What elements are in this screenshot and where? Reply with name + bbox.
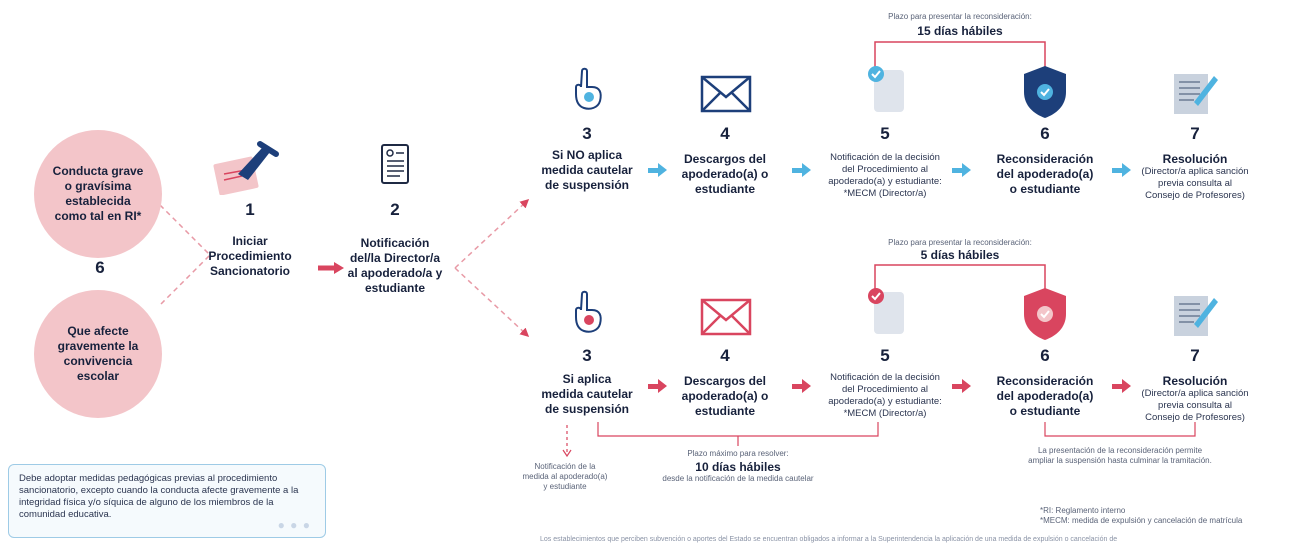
bottom-step3-label: Si aplica medida cautelar de suspensión	[541, 372, 633, 416]
bottom-step6-number: 6	[1040, 346, 1050, 365]
pedagogical-note-text: Debe adoptar medidas pedagógicas previas…	[19, 473, 299, 520]
step2-label: Notificación del/la Director/a al apoder…	[347, 236, 443, 295]
top-step7-label: (Director/a aplica sanción previa consul…	[1141, 166, 1249, 201]
top-bracket-value: 15 días hábiles	[917, 24, 1003, 38]
scroll-check-icon	[868, 288, 904, 334]
raised-hand-icon	[575, 67, 602, 110]
dots-decoration: ● ● ●	[277, 518, 311, 532]
origin-circle-convivencia-text: Que afecte gravemente la convivencia esc…	[57, 324, 139, 383]
bottom-step7-title: Resolución	[1162, 374, 1228, 388]
legend-mecm: *MECM: medida de expulsión y cancelación…	[1040, 516, 1243, 525]
envelope-icon	[700, 75, 752, 113]
top-step6-label: Reconsideración del apoderado(a) o estud…	[996, 152, 1094, 196]
origin-circle-conducta-text: Conducta grave o gravísima establecida c…	[52, 164, 144, 223]
origin-circle-conducta: Conducta grave o gravísima establecida c…	[34, 130, 162, 258]
top-step6-number: 6	[1040, 124, 1050, 143]
top-step5-label: Notificación de la decisión del Procedim…	[828, 152, 942, 199]
shield-check-icon	[1024, 288, 1066, 340]
bottom-step3-number: 3	[582, 346, 592, 365]
bottom-step7-label: (Director/a aplica sanción previa consul…	[1141, 388, 1249, 423]
top-step4-number: 4	[720, 124, 730, 143]
top-step5-number: 5	[880, 124, 890, 143]
bottom-step4-number: 4	[720, 346, 730, 365]
step1-number: 1	[245, 200, 255, 219]
bottom-step6-label: Reconsideración del apoderado(a) o estud…	[996, 374, 1094, 418]
bottom-step7-number: 7	[1190, 346, 1200, 365]
origin-circle-convivencia: Que afecte gravemente la convivencia esc…	[34, 290, 162, 418]
top-step3-label: Si NO aplica medida cautelar de suspensi…	[541, 148, 633, 192]
plazo-caption: Plazo máximo para resolver:	[687, 449, 789, 458]
envelope-icon	[700, 298, 752, 336]
bottom-bracket-caption: Plazo para presentar la reconsideración:	[888, 238, 1032, 247]
cautelar-note: Notificación de la medida al apoderado(a…	[522, 462, 608, 491]
top-step4-label: Descargos del apoderado(a) o estudiante	[681, 152, 769, 196]
step1-label: Iniciar Procedimiento Sancionatorio	[208, 234, 292, 278]
signing-hand-icon	[213, 141, 279, 195]
top-step7-number: 7	[1190, 124, 1200, 143]
report-pen-icon	[1174, 74, 1218, 114]
bottom-step4-label: Descargos del apoderado(a) o estudiante	[681, 374, 769, 418]
shield-check-icon	[1024, 66, 1066, 118]
footnote: Los establecimientos que perciben subven…	[540, 536, 1118, 543]
top-bracket-caption: Plazo para presentar la reconsideración:	[888, 12, 1032, 21]
report-pen-icon	[1174, 296, 1218, 336]
raised-hand-icon	[575, 290, 602, 333]
legend-ri: *RI: Reglamento interno	[1040, 506, 1126, 515]
origin-number: 6	[95, 258, 105, 277]
step2-number: 2	[390, 200, 400, 219]
scroll-check-icon	[868, 66, 904, 112]
bottom-step5-label: Notificación de la decisión del Procedim…	[828, 372, 942, 419]
bottom-step5-number: 5	[880, 346, 890, 365]
top-step3-number: 3	[582, 124, 592, 143]
document-icon	[381, 144, 409, 184]
plazo-value: 10 días hábiles	[695, 460, 781, 474]
bottom-bracket-value: 5 días hábiles	[920, 248, 1000, 262]
plazo-sub: desde la notificación de la medida caute…	[662, 474, 814, 483]
top-step7-title: Resolución	[1162, 152, 1228, 166]
reconsideracion-note: La presentación de la reconsideración pe…	[1028, 446, 1212, 465]
pedagogical-note-box: Debe adoptar medidas pedagógicas previas…	[8, 464, 326, 538]
